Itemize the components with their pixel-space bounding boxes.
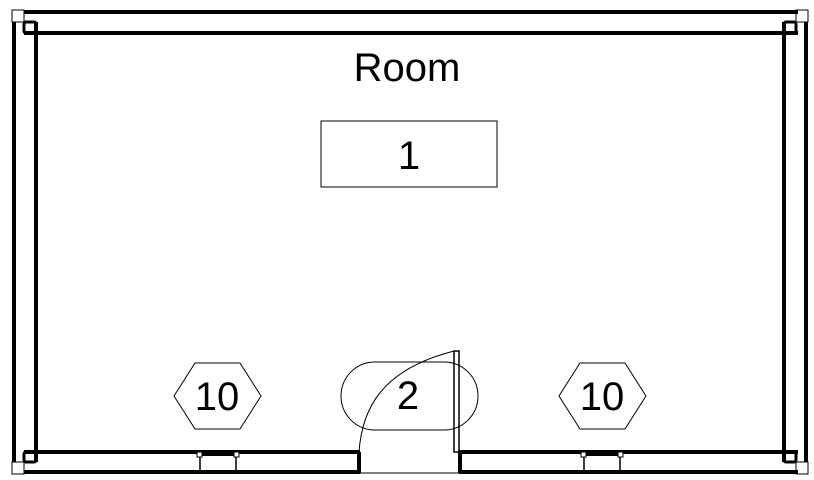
door-tag-outline (340, 361, 479, 431)
corner-bottom-right-box (795, 461, 809, 475)
window-tag-right-hexagon (558, 362, 647, 430)
window-tag-left-label: 10 (195, 375, 240, 419)
door[interactable] (358, 350, 460, 474)
door-tag-label: 2 (397, 374, 419, 418)
door-swing-arc (358, 350, 455, 453)
corner-bottom-left-box (11, 461, 25, 475)
window-tag-left[interactable]: 10 (173, 362, 262, 430)
window-tag-right-label: 10 (580, 375, 625, 419)
corner-top-right-join (782, 20, 798, 35)
room-number-tag[interactable]: 1 (320, 120, 498, 188)
room-name-label[interactable]: Room (354, 46, 461, 90)
walls (12, 10, 808, 474)
door-tag[interactable]: 2 (340, 361, 479, 431)
window-left[interactable] (196, 451, 240, 471)
room-number-label: 1 (398, 134, 420, 178)
wall-corners (11, 9, 809, 475)
window-tag-left-hexagon (173, 362, 262, 430)
corner-top-left-join (22, 20, 38, 35)
door-leaf[interactable] (453, 350, 460, 453)
corner-top-right-box (795, 9, 809, 23)
corner-top-left-box (11, 9, 25, 23)
corner-bottom-left-join (22, 450, 38, 464)
window-right[interactable] (580, 451, 624, 471)
corner-bottom-right-join (782, 450, 798, 464)
window-tag-right[interactable]: 10 (558, 362, 647, 430)
room-number-box (320, 120, 498, 188)
